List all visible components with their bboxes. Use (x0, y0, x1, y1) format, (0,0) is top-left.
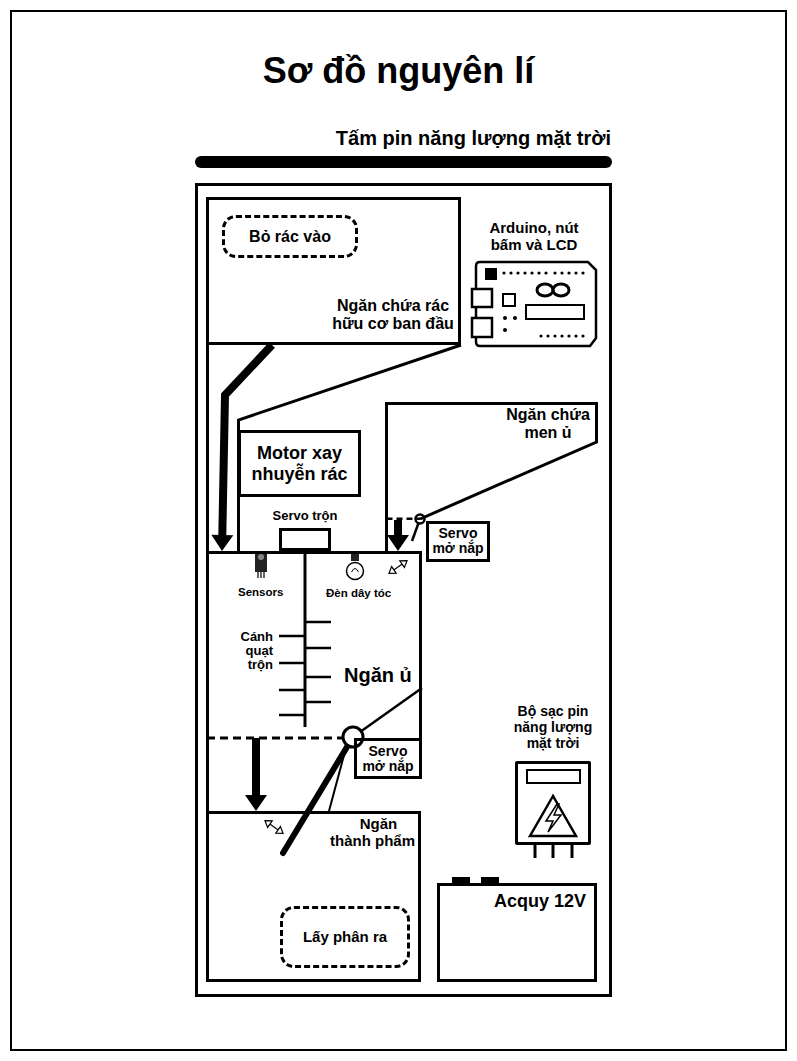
lid (353, 688, 422, 737)
node-text: Ngăn ủ (344, 664, 420, 687)
arduino-board (472, 262, 596, 346)
arrow-shaft (252, 738, 260, 797)
mixer-blades (279, 622, 331, 715)
blade-label: Cánh quạt trộn (233, 630, 273, 672)
arrow-head (245, 795, 267, 811)
node-text: Servo mở nắp (429, 526, 487, 556)
motion-arrow (263, 817, 286, 836)
motor-box: Motor xay nhuyễn rác (238, 430, 361, 497)
housing (197, 185, 611, 996)
servo-box: Servo mở nắp (426, 521, 490, 562)
chamber-lid (387, 518, 421, 521)
node-text: Servo mở nắp (357, 744, 419, 774)
text-holder: Ngăn thành phẩm (328, 815, 417, 849)
title-holder: Sơ đồ nguyên lí (0, 49, 797, 92)
node-text: Motor xay nhuyễn rác (241, 443, 358, 485)
node-text: Bỏ rác vào (248, 227, 332, 246)
text-holder: Acquy 12V (470, 890, 586, 912)
panel-label: Tấm pin năng lượng mặt trời (336, 126, 611, 150)
charger-box: Bộ sạc pin năng lượng mặt trời (515, 761, 591, 845)
sensor-icon (255, 552, 267, 578)
node-text: Lấy phân ra (302, 928, 388, 946)
node-text: Servo trộn (255, 508, 355, 524)
arrow-head (387, 535, 409, 551)
text-holder: Ngăn chứa men ủ (500, 406, 596, 442)
lid-dashed (207, 737, 343, 740)
chamber-wall (387, 404, 597, 520)
label-holder: Cánh quạt trộn (233, 630, 273, 672)
node-text: Ngăn chứa men ủ (500, 406, 596, 442)
text-holder: Ngăn chứa rác hữu cơ ban đầu (330, 297, 456, 333)
label-holder: Tấm pin năng lượng mặt trời (336, 126, 611, 150)
yeast-chamber: Ngăn chứa men ủ (385, 402, 598, 520)
node-text: Bộ sạc pin năng lượng mặt trời (507, 703, 599, 751)
solar-panel (201, 156, 606, 168)
label-holder: Đèn dây tóc (326, 587, 391, 600)
hinge (343, 727, 363, 747)
label-holder: Arduino, nút bấm và LCD (484, 219, 584, 253)
lamp-icon (347, 552, 364, 580)
node-text: Ngăn thành phẩm (328, 815, 417, 849)
controller-label: Arduino, nút bấm và LCD (484, 219, 584, 253)
chamber-box: Ngăn chứa rác hữu cơ ban đầu Bỏ rác vào (206, 197, 461, 345)
motion-arrow (387, 557, 410, 576)
sensor-label: Sensors (238, 586, 283, 599)
label-holder: Sensors (238, 586, 283, 599)
node-text: Ngăn chứa rác hữu cơ ban đầu (330, 297, 456, 333)
flow-arrow (387, 520, 409, 551)
text-holder: Ngăn ủ (344, 664, 420, 687)
product-chamber: Ngăn thành phẩmLấy phân ra (206, 811, 421, 982)
lamp-label: Đèn dây tóc (326, 587, 391, 600)
text-holder: Bộ sạc pin năng lượng mặt trời (507, 703, 599, 751)
lid (329, 744, 347, 811)
text-holder: Servo trộn (255, 508, 355, 524)
arrow-shaft (394, 520, 402, 537)
compost-chamber: Ngăn ủ (206, 551, 422, 738)
page-border (11, 11, 786, 1050)
diagram-title: Sơ đồ nguyên lí (0, 49, 797, 92)
servo-box: Servo mở nắp (354, 738, 422, 779)
servo-box: Servo trộn (279, 528, 331, 551)
input-slot: Bỏ rác vào (222, 215, 358, 258)
flow-arrow (245, 738, 267, 811)
mixer-shaft (304, 551, 307, 727)
output-slot: Lấy phân ra (280, 906, 410, 968)
node-text: Acquy 12V (470, 890, 586, 912)
arrow-head (211, 535, 233, 551)
battery-box: Acquy 12V (437, 883, 597, 982)
